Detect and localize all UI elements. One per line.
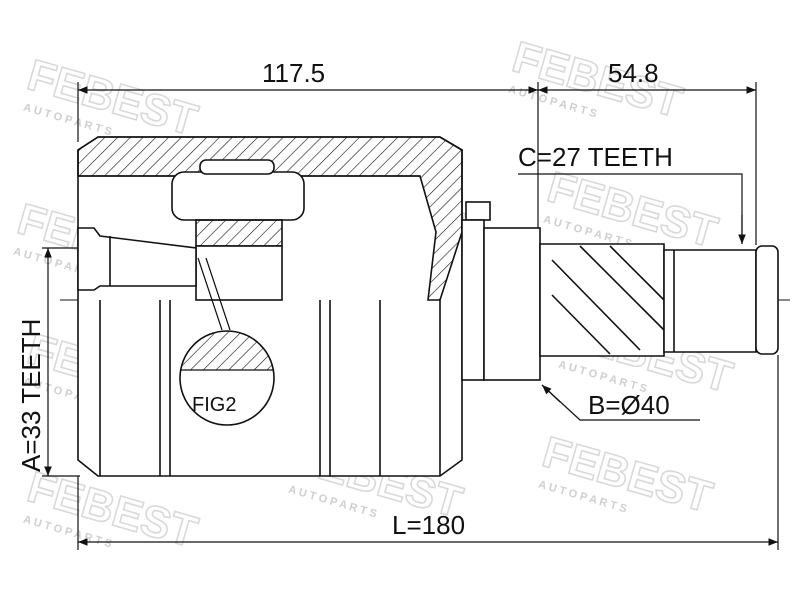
watermark-logo: FEBEST <box>507 33 687 128</box>
watermark-logo: FEBEST <box>22 51 202 146</box>
shaft-tip <box>755 245 779 355</box>
b-diameter-label: B=Ø40 <box>588 390 670 420</box>
dim-54-label: 54.8 <box>608 58 659 88</box>
cv-joint-part <box>77 136 779 477</box>
spider-hatch <box>195 219 283 247</box>
spline-helix <box>609 245 665 301</box>
neck-ring <box>461 219 485 381</box>
spider-body <box>195 245 283 301</box>
b-arrow <box>541 384 561 403</box>
dim-117-label: 117.5 <box>262 58 325 88</box>
dimension-labels: 117.5 54.8 C=27 TEETH B=Ø40 L=180 A=33 T… <box>16 58 673 540</box>
l-180-label: L=180 <box>392 510 465 540</box>
tripod-roller <box>171 171 305 221</box>
fig2-leader <box>205 257 231 331</box>
spline-helix <box>579 245 665 331</box>
spline-helix <box>551 294 611 355</box>
watermark-logo: FEBEST <box>537 428 717 523</box>
fig2-label: FIG2 <box>192 394 236 416</box>
spline-helix <box>551 259 641 351</box>
roller-cap <box>199 159 275 175</box>
shaft <box>539 243 665 357</box>
spline-end <box>663 249 757 353</box>
left-insert <box>77 227 197 291</box>
neck <box>483 227 541 381</box>
clip <box>465 201 491 221</box>
fig2-leader <box>197 257 223 331</box>
c-teeth-label: C=27 TEETH <box>518 142 673 172</box>
a-teeth-label: A=33 TEETH <box>16 319 46 472</box>
